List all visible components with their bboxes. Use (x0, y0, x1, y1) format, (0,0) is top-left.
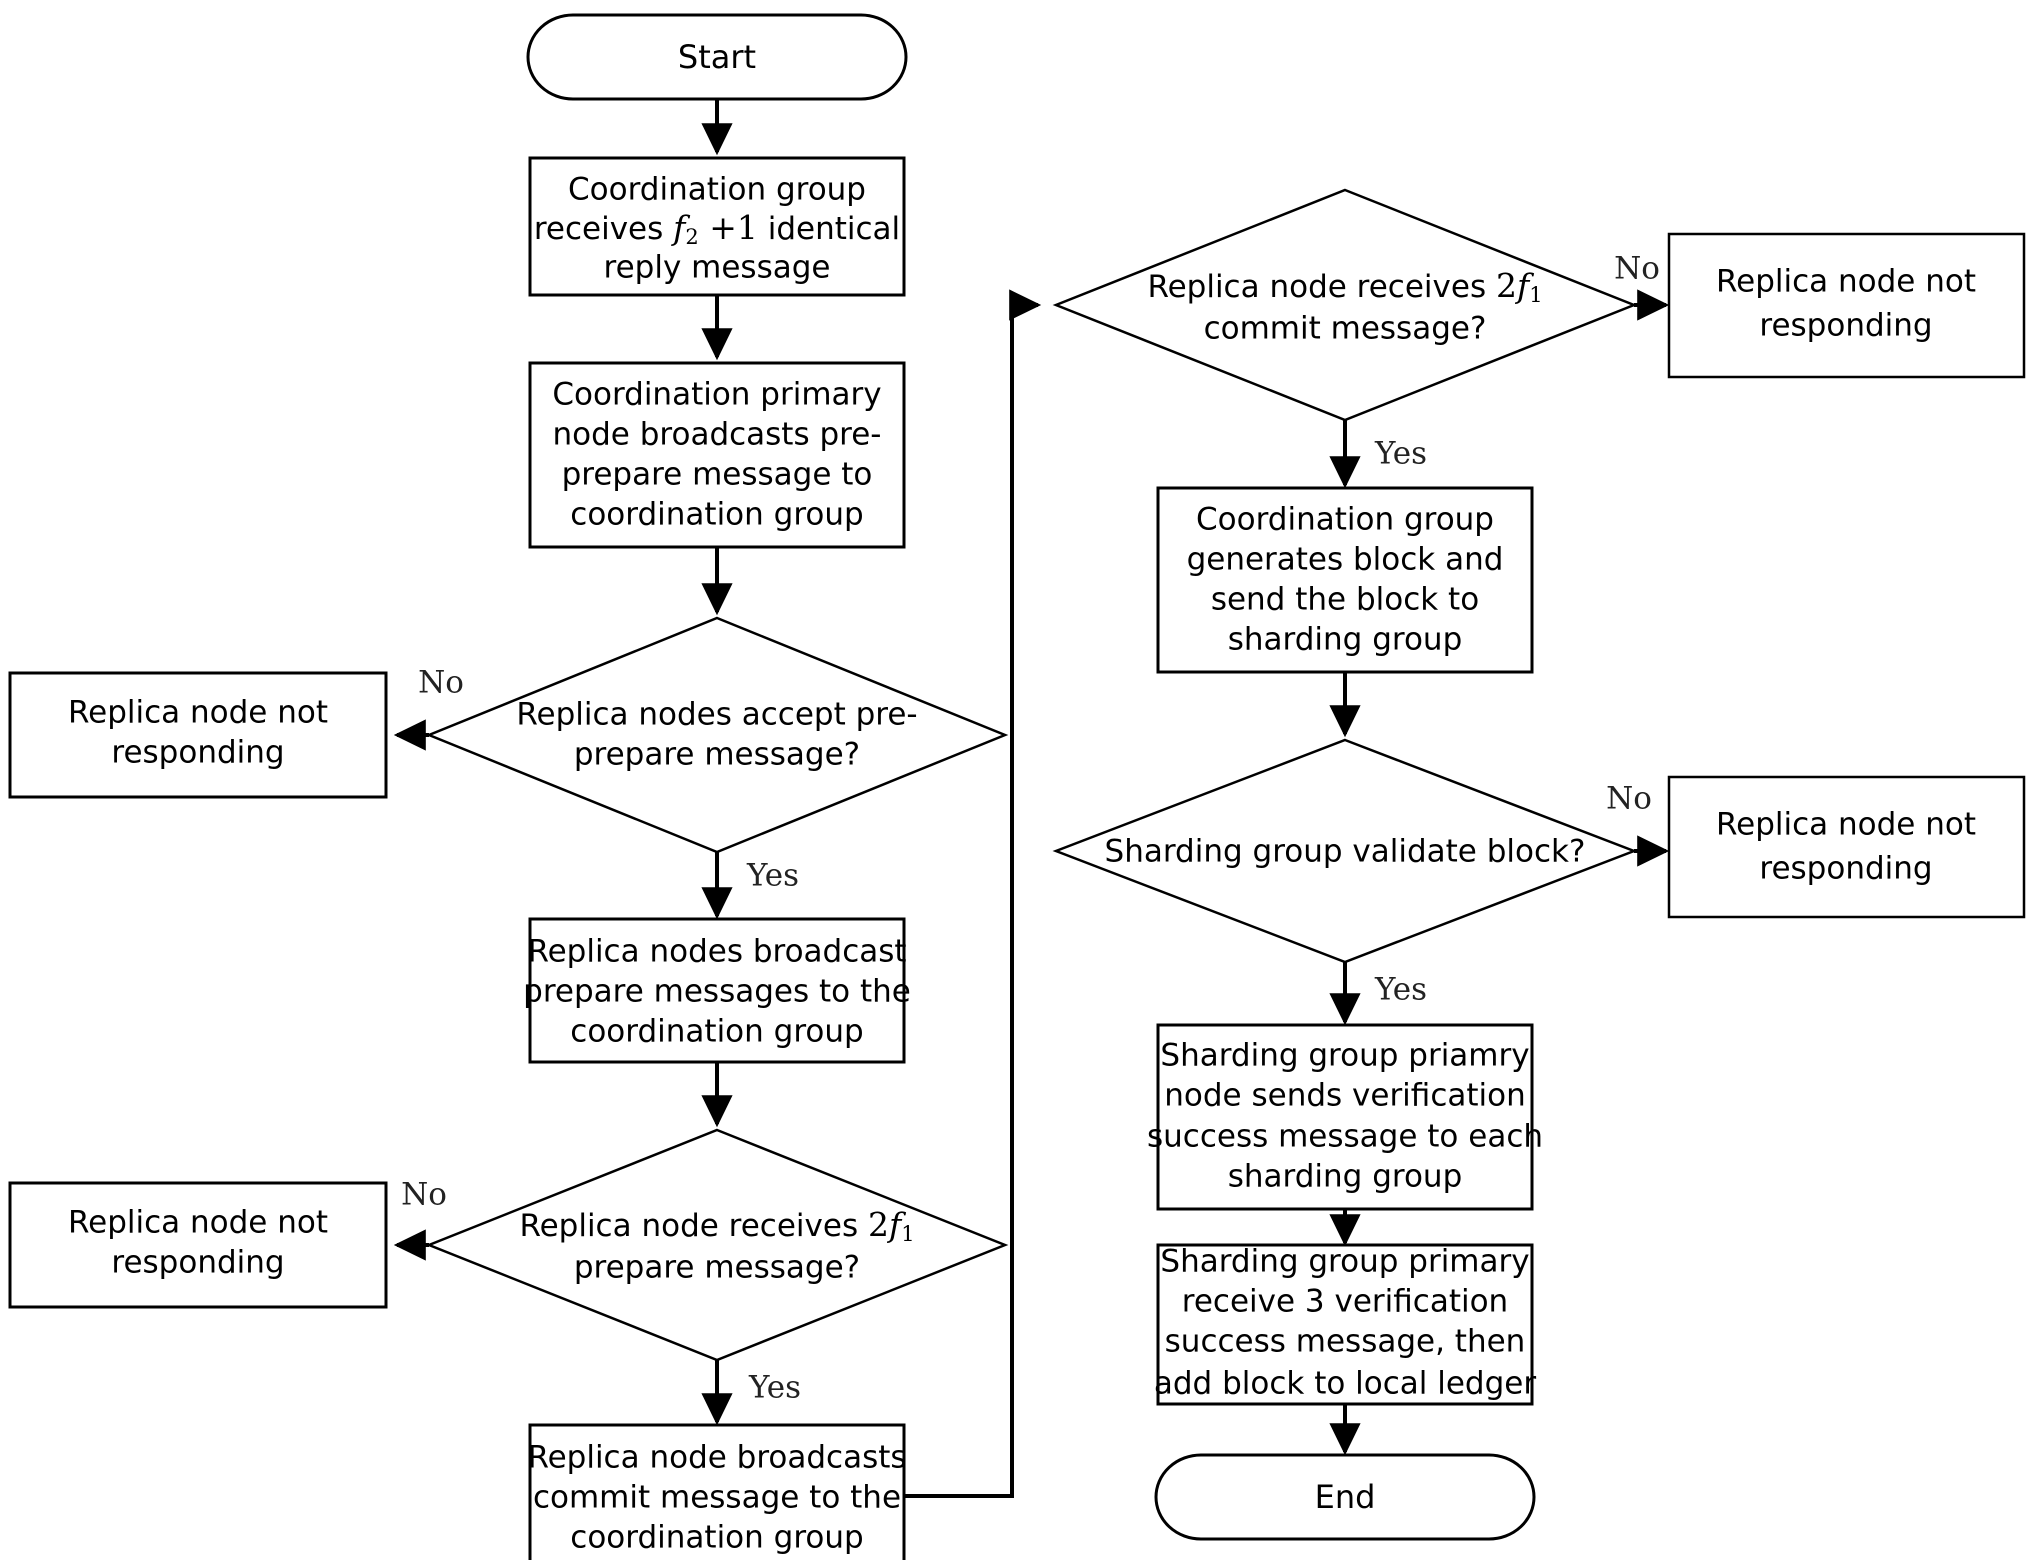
node-coord-generates-block-line4: sharding group (1228, 622, 1463, 658)
node-replica-not-responding-2-line2: responding (111, 1245, 284, 1281)
node-coord-receives-line1: Coordination group (568, 172, 866, 208)
node-coord-generates-block-line1: Coordination group (1196, 502, 1494, 538)
node-coord-receives-line3: reply message (604, 250, 831, 286)
decision-diamond-receives-commit (1052, 188, 1638, 422)
node-decide-accept-line2: prepare message? (574, 737, 860, 773)
node-sharding-primary-receives-line3: success message, then (1165, 1324, 1526, 1360)
node-decide-receives-prepare: Replica node receives 2f1 prepare messag… (425, 1128, 1009, 1362)
node-replica-broadcast-prepare-line2: prepare messages to the (523, 974, 911, 1010)
node-replica-broadcast-prepare-line1: Replica nodes broadcast (527, 934, 906, 970)
node-decide-receives-commit-line1: Replica node receives 2f1 (1147, 266, 1542, 307)
node-decide-validate-block: Sharding group validate block? (1052, 738, 1638, 964)
node-coord-generates-block: Coordination group generates block and s… (1156, 486, 1534, 674)
node-decide-validate-block-line1: Sharding group validate block? (1105, 834, 1586, 870)
decision-diamond-accept-preprepare (425, 616, 1009, 854)
node-replica-not-responding-1: Replica node not responding (8, 671, 388, 799)
node-coord-primary-broadcast-line2: node broadcasts pre- (553, 417, 882, 453)
node-replica-broadcast-commit: Replica node broadcasts commit message t… (527, 1423, 907, 1560)
node-sharding-primary-receives-line1: Sharding group primary (1160, 1244, 1529, 1280)
node-decide-receives-commit-line2: commit message? (1204, 311, 1487, 347)
node-decide-receives-commit: Replica node receives 2f1 commit message… (1052, 188, 1638, 422)
node-replica-not-responding-2-line1: Replica node not (68, 1205, 328, 1241)
node-coord-primary-broadcast-line3: prepare message to (562, 457, 873, 493)
node-sharding-primary-receives-line2: receive 3 verification (1182, 1284, 1508, 1320)
node-start-label: Start (678, 38, 756, 76)
node-end: End (1154, 1453, 1536, 1541)
node-sharding-primary-sends-line3: success message to each (1147, 1119, 1543, 1155)
node-coord-receives: Coordination group receives f2 +1 identi… (528, 156, 906, 297)
node-decide-receives-prepare-line2: prepare message? (574, 1250, 860, 1286)
node-coord-primary-broadcast-line4: coordination group (570, 497, 863, 533)
node-start: Start (526, 13, 908, 101)
node-sharding-primary-sends-line4: sharding group (1228, 1159, 1463, 1195)
edge-label-no-4: No (1606, 781, 1652, 817)
edge-label-yes-3: Yes (1374, 436, 1427, 472)
edge-commit-loop-to-decide-receives-commit (904, 289, 1042, 1498)
node-replica-not-responding-3: Replica node not responding (1667, 232, 2026, 379)
node-replica-broadcast-commit-line2: commit message to the (533, 1480, 901, 1516)
node-replica-not-responding-1-line2: responding (111, 735, 284, 771)
edge-label-no-2: No (401, 1177, 447, 1213)
node-coord-receives-line2: receives f2 +1 identical (534, 208, 900, 249)
node-sharding-primary-receives-line4: add block to local ledger (1154, 1366, 1536, 1402)
node-decide-accept-line1: Replica nodes accept pre- (516, 697, 917, 733)
node-replica-not-responding-3-line1: Replica node not (1716, 264, 1976, 300)
edge-label-no-1: No (418, 665, 464, 701)
edge-label-yes-2: Yes (748, 1370, 801, 1406)
node-replica-not-responding-4: Replica node not responding (1667, 775, 2026, 919)
decision-diamond-receives-prepare (425, 1128, 1009, 1362)
node-replica-broadcast-prepare: Replica nodes broadcast prepare messages… (523, 917, 911, 1064)
node-replica-not-responding-1-line1: Replica node not (68, 695, 328, 731)
node-coord-generates-block-line3: send the block to (1211, 582, 1479, 618)
node-end-label: End (1315, 1478, 1376, 1516)
node-replica-not-responding-4-line1: Replica node not (1716, 807, 1976, 843)
node-replica-not-responding-3-line2: responding (1759, 308, 1932, 344)
node-coord-generates-block-line2: generates block and (1187, 542, 1504, 578)
node-replica-not-responding-4-line2: responding (1759, 851, 1932, 887)
edge-label-no-3: No (1614, 251, 1660, 287)
node-decide-receives-prepare-line1: Replica node receives 2f1 (519, 1205, 914, 1246)
node-replica-broadcast-commit-line3: coordination group (570, 1520, 863, 1556)
edge-label-yes-4: Yes (1374, 972, 1427, 1008)
edge-label-yes-1: Yes (746, 858, 799, 894)
node-sharding-primary-receives: Sharding group primary receive 3 verific… (1154, 1243, 1536, 1406)
node-sharding-primary-sends-line1: Sharding group priamry (1160, 1038, 1529, 1074)
node-replica-broadcast-prepare-line3: coordination group (570, 1014, 863, 1050)
node-sharding-primary-sends-line2: node sends verification (1164, 1078, 1526, 1114)
node-coord-primary-broadcast: Coordination primary node broadcasts pre… (528, 361, 906, 549)
node-sharding-primary-sends: Sharding group priamry node sends verifi… (1147, 1023, 1543, 1211)
node-replica-not-responding-2: Replica node not responding (8, 1181, 388, 1309)
node-coord-primary-broadcast-line1: Coordination primary (552, 377, 881, 413)
node-decide-accept-preprepare: Replica nodes accept pre- prepare messag… (425, 616, 1009, 854)
node-replica-broadcast-commit-line1: Replica node broadcasts (527, 1440, 906, 1476)
